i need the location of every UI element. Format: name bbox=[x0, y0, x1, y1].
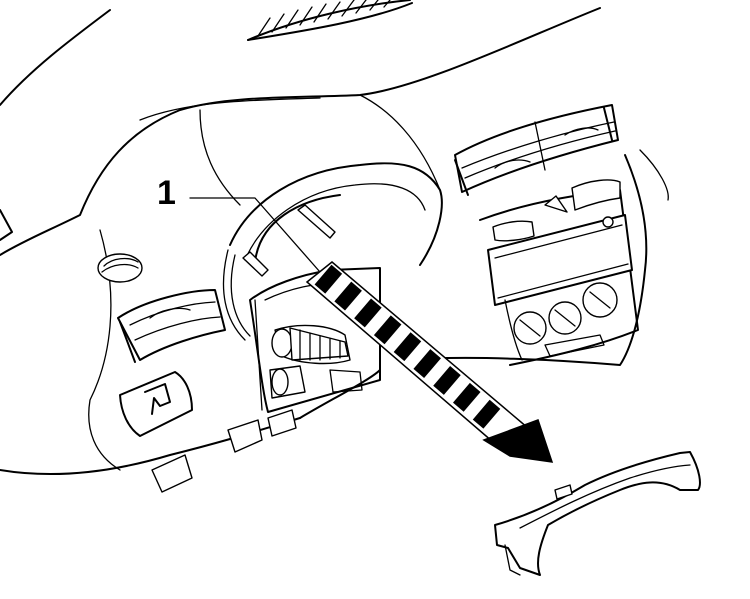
arrow-dash-0 bbox=[314, 264, 343, 294]
arrow-dash-8 bbox=[472, 399, 501, 429]
arrow-dash-6 bbox=[433, 366, 461, 395]
arrow-dash-3 bbox=[373, 315, 402, 345]
instrument-cluster-hood bbox=[222, 162, 443, 341]
arrow-dash-4 bbox=[393, 332, 422, 362]
left-air-vent bbox=[97, 253, 226, 363]
removal-direction-arrow bbox=[305, 261, 554, 463]
defroster-vent bbox=[247, 0, 413, 41]
steering-column-area bbox=[249, 267, 381, 413]
callout-1-leader-line bbox=[189, 197, 321, 273]
callout-label-1: 1 bbox=[157, 174, 176, 212]
headlight-switch bbox=[119, 371, 193, 437]
arrow-dash-5 bbox=[413, 349, 441, 379]
steering-column-trim-panel bbox=[494, 451, 701, 576]
arrow-dash-7 bbox=[452, 382, 481, 412]
arrow-dash-segments bbox=[314, 264, 501, 429]
arrow-dash-2 bbox=[354, 298, 382, 328]
center-console bbox=[479, 179, 639, 366]
arrow-dash-1 bbox=[334, 281, 362, 311]
center-air-vents bbox=[454, 104, 619, 196]
lower-mounting-tabs bbox=[151, 409, 297, 493]
